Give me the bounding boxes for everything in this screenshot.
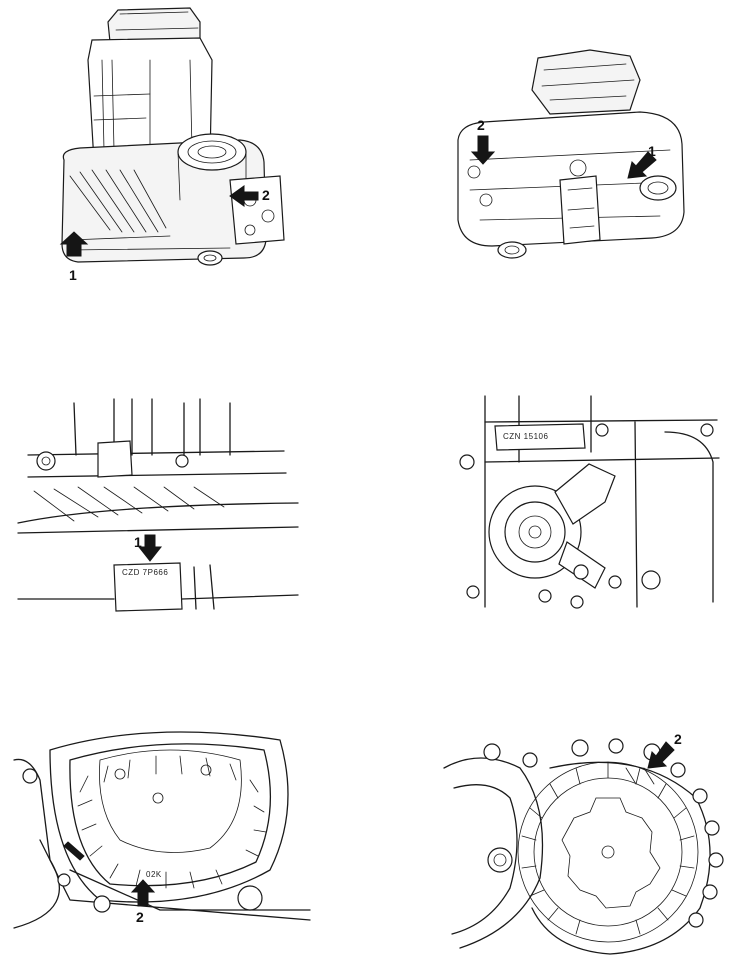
- code-stamp-left-drawing: [17, 398, 299, 612]
- callout-2: 2: [262, 187, 270, 203]
- transmission-front-illustration: 1 2: [50, 0, 300, 300]
- callout-2: 2: [136, 909, 144, 925]
- bellhousing-right-drawing: [443, 738, 724, 955]
- transmission-code-stamp: CZD 7P666: [122, 568, 169, 577]
- sensor-code-stamp: CZN 15106: [503, 432, 549, 441]
- arrow-2-pointer: [229, 185, 259, 207]
- arrow-2-pointer: [130, 879, 156, 907]
- callout-2: 2: [674, 731, 682, 747]
- callout-1: 1: [69, 267, 77, 283]
- arrow-2-pointer: [470, 135, 496, 165]
- code-stamp-right-drawing: [459, 395, 720, 609]
- transmission-rear-drawing: [457, 49, 685, 259]
- bellhousing-illustration-right: 2: [440, 728, 730, 958]
- callout-1: 1: [134, 534, 142, 550]
- arrow-1-pointer: [627, 151, 657, 179]
- code-stamp-illustration-left: 1 CZD 7P666: [14, 395, 304, 615]
- bellhousing-left-drawing: [13, 731, 311, 929]
- code-stamp-illustration-right: CZN 15106: [455, 392, 720, 609]
- arrow-2-pointer: [647, 741, 675, 769]
- transmission-front-drawing: [59, 7, 285, 266]
- callout-2: 2: [477, 117, 485, 133]
- callout-1: 1: [648, 143, 656, 159]
- bellhousing-code-stamp: 02K: [146, 870, 162, 879]
- arrow-1-pointer: [59, 231, 89, 257]
- bellhousing-illustration-left: 02K 2: [10, 720, 311, 935]
- arrow-1-pointer: [137, 534, 163, 562]
- transmission-rear-illustration: 2 1: [440, 40, 700, 280]
